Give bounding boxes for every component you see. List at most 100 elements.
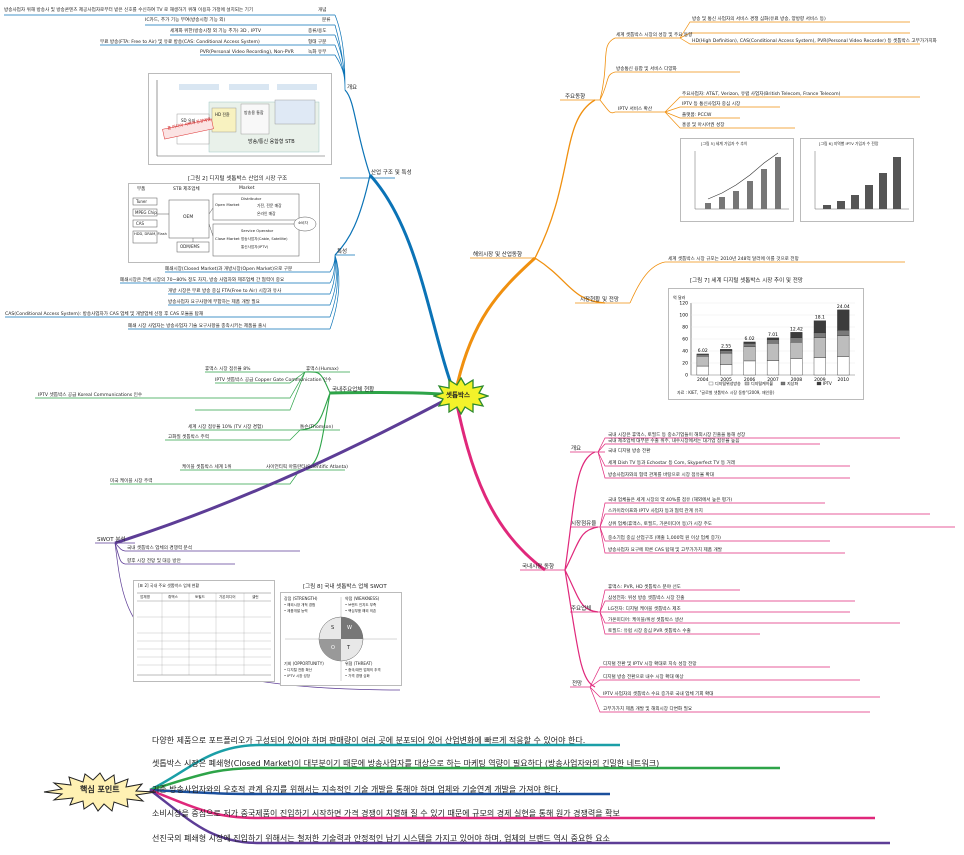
swot-w-head: 약점 (WEAKNESS) [345,596,380,601]
chart-y-tick: 120 [679,301,688,307]
blue-underline-top [4,14,335,56]
orange-main-branch [453,256,537,396]
mini-chart-2: [그림 6] 지역별 IPTV 가입자 수 전망 [800,138,914,222]
mini-chart-2-caption: [그림 6] 지역별 IPTV 가입자 수 전망 [819,141,879,146]
mag-s2-item-1: 국내 업체들은 세계 시장의 약 40%를 점유 (해외에서 높은 평가) [608,498,733,503]
swot-t-item-2: • 가격 경쟁 심화 [345,674,370,678]
swot-w-item-2: • 핵심부품 해외 의존 [345,609,377,613]
chart-bar-디지털위성방송-2009 [813,357,826,376]
magenta-sub-underlines [570,451,600,688]
mini2-bar-4 [865,185,873,209]
orange-underlines [470,99,630,304]
chart-total-label: 12.42 [790,326,803,332]
company-1-item-1: 휴맥스 시장 점유율 8% [205,367,251,372]
company-3-name: 사이언티픽 아틀란타(Scientific Atlanta) [266,465,348,470]
overview-item-3: 세계화 위한(방송시청 외 기능 추가) 3D , IPTV [170,29,261,34]
key-branch-3 [149,788,610,796]
company-3-item-2: 미국 케이블 시장 주력 [110,479,153,484]
mini1-bar-2 [719,197,725,209]
market-forecast-svg: 0204060801001206.0220042.5520056.0220067… [673,294,855,386]
fig7-caption: [그림 7] 세계 디지털 셋톱박스 시장 추이 및 전망 [690,278,803,284]
chart-bar-지상파-2009 [813,332,826,338]
blue-overview-branch [344,89,371,176]
swot-svg [285,597,397,681]
center-label: 셋톱박스 [446,391,470,399]
overview-tag-5: 녹화 유무 [308,50,327,55]
ms-comp-hdd: HDD, DRAM, Flash [134,232,167,236]
magenta-main-branch [453,394,546,572]
key-point-4: 소비시장을 중심으로 저가 중국제품이 진입하기 시작하면 가격 경쟁이 치열해… [152,809,620,818]
swot-w-item-1: • 브랜드 인지도 부족 [345,603,377,607]
orange-sub-underlines [615,37,740,304]
chart-y-label: 억 달러 [673,294,686,300]
swot-letter-w: W [347,625,352,631]
market-structure-figure: 부품 STB 제조업체 Market Tuner MPEG Chip CAS H… [128,183,320,263]
chart-bar-디지털케이블-2005 [720,352,733,365]
overview-item-2: IC카드, 추가 기능 부여(방송시청 기능 외) [145,18,226,23]
feature-item-1: 폐쇄시장(Closed Market)과 개방시장(Open Market)으로… [165,267,293,272]
overview-tag-2: 분류 [322,18,331,23]
mini-chart-1: [그림 5] 세계 가입자 수 추이 [680,138,794,222]
swot-s-item-2: • 제품개발 능력 [284,609,308,613]
orange-sub-lines [599,37,616,114]
chart-legend-label: 지상파 [787,380,798,386]
chart-legend-label: 디지털케이블 [751,380,773,386]
chart-bar-디지털위성방송-2005 [720,364,733,376]
swot-s-head: 강점 (STRENGTH) [284,596,318,601]
stb-evo-label-hd: HD 전환 [215,112,230,117]
chart-y-tick: 20 [682,361,688,367]
chart-bar-IPTV-2008 [790,332,803,339]
ms-header-maker: STB 제조업체 [173,187,200,192]
key-branch-4 [149,788,875,820]
orange-trends-head: 주요동향 [565,94,586,100]
chart-bar-지상파-2005 [720,350,733,354]
trend-sub-6: 홍콩 및 아시아권 성장 [682,123,725,128]
ms-header-market: Market [239,186,255,191]
overview-item-5: PVR(Personal Video Recording), Non-PVR [200,50,294,55]
chart-bar-IPTV-2005 [720,349,733,351]
mini2-bar-2 [837,201,845,209]
swot-t-head: 위협 (THREAT) [345,661,373,666]
ms-node-service: Service Operator [241,228,274,233]
chart-legend-swatch [708,381,714,386]
key-branch-2 [149,766,780,792]
chart-bar-IPTV-2004 [696,353,709,355]
chart-legend-swatch [744,381,750,386]
mag-s3-item-2: 삼성전자: 위성 방송 셋톱박스 시장 진출 [608,596,685,601]
chart-bar-디지털케이블-2006 [743,346,756,362]
chart-bar-디지털케이블-2007 [766,343,780,361]
chart-x-tick: 2008 [791,377,803,383]
mag-s1-item-2: 국내 제조업체 대부분 수출 위주, 내수시장에서는 대기업 점유율 높음 [608,439,740,444]
chart-bar-디지털케이블-2010 [837,335,850,357]
center-node[interactable] [433,377,489,415]
trend-item-3: IPTV 서비스 확산 [618,107,653,112]
feature-item-2: 폐쇄시장은 전체 시장의 70~80% 정도 차지, 방송 사업자와 제조업체 … [120,278,285,283]
swot-s-item-1: • 해외시장 개척 경험 [284,603,316,607]
mag-s1-item-3: 국내 디지털 방송 전환 [608,449,651,454]
mini1-bar-5 [761,169,767,209]
stb-evolution-figure: 방송/통신 융합형 STB SD 유지 HD 전환 방송용 통합 홈 미디어 서… [148,73,332,165]
ms-header-parts: 부품 [137,187,146,192]
trend-sub-4: IPTV 등 통신사업자 중심 시장 [682,102,741,107]
company-table-grid [137,592,271,676]
market-structure-svg [132,193,317,257]
swot-caption: [그림 8] 국내 셋톱박스 업체 SWOT [303,584,387,590]
trend-sub-5: 플랫폼: PCCW [682,113,712,118]
mini1-bar-4 [747,181,753,209]
chart-bar-디지털위성방송-2007 [766,360,780,376]
chart-bar-디지털위성방송-2004 [696,365,709,376]
company-2-name: 톰슨(Thomson) [300,425,334,430]
company-table-figure: [표 2] 국내 주요 셋톱박스 업체 현황 업체명 휴맥스 토필드 가온미디어… [133,580,275,682]
chart-y-tick: 0 [685,373,688,379]
stb-evolution-svg [156,80,325,157]
mag-s1-item-1: 국내 시장은 휴맥스, 토필드 등 중소기업들이 해외시장 진출을 통해 성장 [608,433,746,438]
chart-bar-디지털케이블-2004 [696,356,709,367]
chart-total-label: 18.1 [815,315,825,321]
blue-features-head: 특성 [337,249,348,255]
purple-sub-lines [114,542,126,565]
orange-trends-branch [534,99,596,259]
ms-node-open: Open Market [215,202,240,207]
trend-sub-2: HD(High Definition), CAS(Conditional Acc… [692,39,937,44]
mag-section-1-head: 개요 [571,446,582,452]
company-1-name: 휴맥스(Humax) [306,367,339,372]
